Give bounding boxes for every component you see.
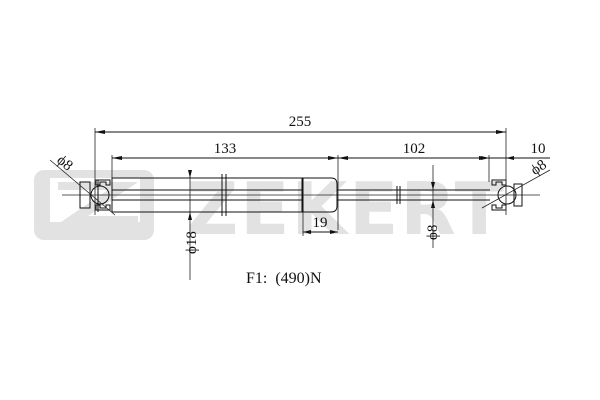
right-eye-fitting: ϕ8 bbox=[481, 157, 551, 211]
dimension-end: 10 bbox=[480, 141, 550, 160]
dimension-overall: 255 bbox=[94, 114, 507, 215]
rod-length-label: 102 bbox=[403, 141, 426, 157]
body-length-label: 133 bbox=[214, 141, 237, 157]
dimension-shroud: 19 bbox=[302, 212, 338, 236]
dimension-body: 133 bbox=[111, 141, 339, 230]
dimension-body-diameter: ϕ18 bbox=[184, 170, 200, 280]
right-eye-diameter-label: ϕ8 bbox=[528, 157, 550, 179]
shroud-length-label: 19 bbox=[313, 215, 328, 231]
dimension-rod: 102 bbox=[338, 141, 490, 182]
end-fitting-label: 10 bbox=[531, 141, 546, 157]
watermark-text: ZEKERT bbox=[186, 167, 506, 251]
dimension-rod-diameter: ϕ8 bbox=[425, 165, 441, 248]
body-diameter-label: ϕ18 bbox=[184, 231, 200, 254]
zekert-watermark: ZEKERT bbox=[34, 167, 506, 251]
rod-diameter-label: ϕ8 bbox=[425, 225, 441, 240]
overall-length-label: 255 bbox=[289, 114, 312, 130]
force-label: F1: (490)N bbox=[246, 270, 322, 287]
